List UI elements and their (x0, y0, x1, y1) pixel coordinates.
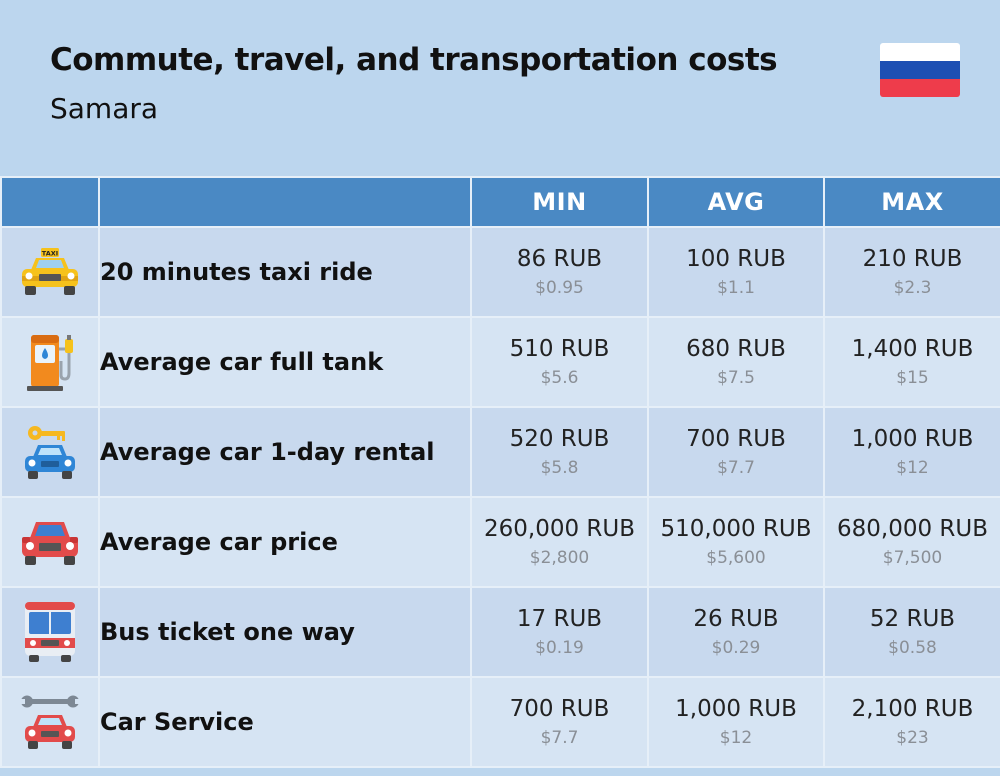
price-usd: $0.95 (535, 278, 584, 298)
price-usd: $15 (896, 368, 929, 388)
row-label: Average car full tank (98, 316, 472, 408)
price-rub: 520 RUB (509, 426, 610, 452)
header-icon-col (0, 176, 100, 228)
price-usd: $5.6 (540, 368, 579, 388)
price-usd: $2.3 (893, 278, 932, 298)
price-rub: 510 RUB (509, 336, 610, 362)
column-header-max: MAX (823, 176, 1000, 228)
wrench-car-icon (19, 695, 81, 749)
price-usd: $5,600 (706, 548, 766, 568)
price-rub: 680,000 RUB (836, 516, 989, 542)
flag-stripe-white (880, 43, 960, 61)
cost-table: MIN AVG MAX TAXI (0, 176, 1000, 768)
table-row: Average car price 260,000 RUB $2,800 510… (0, 496, 1000, 588)
price-rub: 700 RUB (686, 426, 786, 452)
table-row: TAXI 20 minutes taxi ride 86 RUB $0.95 (0, 226, 1000, 318)
price-rub: 86 RUB (516, 246, 603, 272)
price-usd: $23 (896, 728, 929, 748)
price-rub: 1,400 RUB (851, 336, 974, 362)
row-icon-cell (0, 676, 100, 768)
value-cell-avg: 1,000 RUB $12 (647, 676, 825, 768)
price-usd: $7,500 (882, 548, 943, 568)
value-cell-max: 210 RUB $2.3 (823, 226, 1000, 318)
price-rub: 26 RUB (693, 606, 779, 632)
header-label-col (98, 176, 472, 228)
svg-text:TAXI: TAXI (42, 250, 58, 258)
value-cell-min: 510 RUB $5.6 (470, 316, 649, 408)
price-rub: 52 RUB (869, 606, 956, 632)
price-rub: 17 RUB (516, 606, 603, 632)
value-cell-min: 520 RUB $5.8 (470, 406, 649, 498)
russia-flag-icon (880, 43, 960, 97)
row-icon-cell (0, 496, 100, 588)
value-cell-max: 1,000 RUB $12 (823, 406, 1000, 498)
table-row: Average car 1-day rental 520 RUB $5.8 70… (0, 406, 1000, 498)
taxi-icon: TAXI (22, 248, 78, 295)
price-usd: $0.19 (535, 638, 584, 658)
table-row: Bus ticket one way 17 RUB $0.19 26 RUB $… (0, 586, 1000, 678)
table-header-row: MIN AVG MAX (0, 176, 1000, 228)
bus-icon (25, 602, 75, 662)
price-usd: $7.7 (717, 458, 755, 478)
row-icon-cell (0, 316, 100, 408)
price-rub: 700 RUB (509, 696, 610, 722)
row-label: Bus ticket one way (98, 586, 472, 678)
price-usd: $2,800 (529, 548, 590, 568)
price-rub: 1,000 RUB (675, 696, 797, 722)
flag-stripe-red (880, 79, 960, 97)
price-rub: 2,100 RUB (851, 696, 974, 722)
row-label: Car Service (98, 676, 472, 768)
page-title: Commute, travel, and transportation cost… (50, 42, 778, 78)
value-cell-min: 86 RUB $0.95 (470, 226, 649, 318)
car-key-icon (25, 426, 75, 479)
value-cell-max: 1,400 RUB $15 (823, 316, 1000, 408)
value-cell-max: 52 RUB $0.58 (823, 586, 1000, 678)
table-row: Car Service 700 RUB $7.7 1,000 RUB $12 2… (0, 676, 1000, 768)
value-cell-min: 17 RUB $0.19 (470, 586, 649, 678)
price-rub: 100 RUB (686, 246, 786, 272)
value-cell-min: 700 RUB $7.7 (470, 676, 649, 768)
row-label: Average car price (98, 496, 472, 588)
value-cell-avg: 26 RUB $0.29 (647, 586, 825, 678)
price-rub: 680 RUB (686, 336, 786, 362)
value-cell-avg: 680 RUB $7.5 (647, 316, 825, 408)
price-rub: 1,000 RUB (851, 426, 974, 452)
column-header-avg: AVG (647, 176, 825, 228)
value-cell-avg: 100 RUB $1.1 (647, 226, 825, 318)
price-usd: $7.7 (540, 728, 579, 748)
row-icon-cell: TAXI (0, 226, 100, 318)
price-usd: $7.5 (717, 368, 755, 388)
page-header: Commute, travel, and transportation cost… (0, 0, 1000, 176)
value-cell-avg: 510,000 RUB $5,600 (647, 496, 825, 588)
city-name: Samara (50, 92, 159, 125)
fuel-pump-icon (27, 335, 73, 391)
row-icon-cell (0, 406, 100, 498)
flag-stripe-blue (880, 61, 960, 79)
value-cell-avg: 700 RUB $7.7 (647, 406, 825, 498)
price-usd: $0.58 (888, 638, 937, 658)
table-row: Average car full tank 510 RUB $5.6 680 R… (0, 316, 1000, 408)
price-usd: $1.1 (717, 278, 755, 298)
price-rub: 510,000 RUB (660, 516, 812, 542)
price-usd: $12 (896, 458, 929, 478)
price-usd: $12 (719, 728, 753, 748)
value-cell-min: 260,000 RUB $2,800 (470, 496, 649, 588)
row-icon-cell (0, 586, 100, 678)
price-rub: 260,000 RUB (483, 516, 636, 542)
row-label: Average car 1-day rental (98, 406, 472, 498)
price-usd: $0.29 (711, 638, 761, 658)
price-rub: 210 RUB (862, 246, 963, 272)
row-label: 20 minutes taxi ride (98, 226, 472, 318)
car-icon (22, 522, 78, 565)
value-cell-max: 680,000 RUB $7,500 (823, 496, 1000, 588)
value-cell-max: 2,100 RUB $23 (823, 676, 1000, 768)
price-usd: $5.8 (540, 458, 579, 478)
column-header-min: MIN (470, 176, 649, 228)
